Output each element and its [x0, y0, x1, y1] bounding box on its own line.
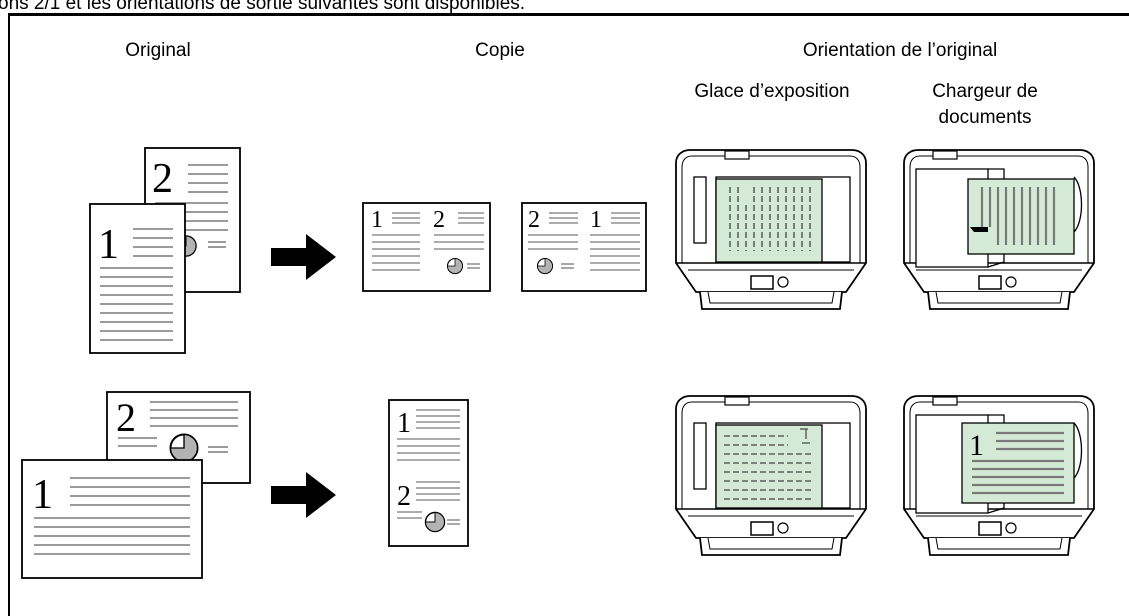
row1-copy-b-number-2: 2	[528, 207, 540, 233]
header-chargeur-line1: Chargeur de	[932, 81, 1038, 102]
diagram-frame	[8, 13, 1129, 616]
row2-copy-number-2: 2	[397, 481, 411, 512]
row2-feeder-printer	[903, 395, 1095, 556]
row1-back-page-number: 2	[152, 156, 173, 202]
header-copie: Copie	[475, 40, 525, 61]
row2-glass-printer	[675, 395, 867, 556]
row2-originals	[21, 391, 251, 579]
header-orientation: Orientation de l’original	[802, 40, 998, 61]
header-original: Original	[125, 40, 191, 61]
header-glace: Glace d’exposition	[694, 81, 850, 102]
row2-back-page-number: 2	[116, 395, 136, 440]
row1-copy-a	[362, 202, 491, 292]
row1-copy-a-number-2: 2	[433, 207, 445, 233]
row1-copy-b-number-1: 1	[590, 207, 602, 233]
header-chargeur-line2: documents	[938, 107, 1032, 128]
row1-originals	[89, 147, 241, 354]
arrow-row2	[271, 472, 336, 518]
diagram-art: 2 1 1 2 2 1 2 1 1 2 1	[21, 147, 1095, 579]
arrow-row1	[271, 234, 336, 280]
row2-copy-number-1: 1	[397, 408, 411, 439]
header-chargeur: Chargeur de documents	[905, 79, 1065, 131]
row1-copy-a-number-1: 1	[371, 207, 383, 233]
row1-copy-b	[521, 202, 647, 292]
row2-feeder-page-number: 1	[969, 429, 984, 462]
row1-front-page-number: 1	[98, 222, 119, 268]
row1-glass-printer	[675, 149, 867, 310]
row1-feeder-printer	[903, 149, 1095, 310]
intro-text: ons 2/1 et les orientations de sortie su…	[0, 0, 526, 14]
row2-front-page-number: 1	[32, 472, 53, 518]
row2-copy	[388, 399, 469, 547]
